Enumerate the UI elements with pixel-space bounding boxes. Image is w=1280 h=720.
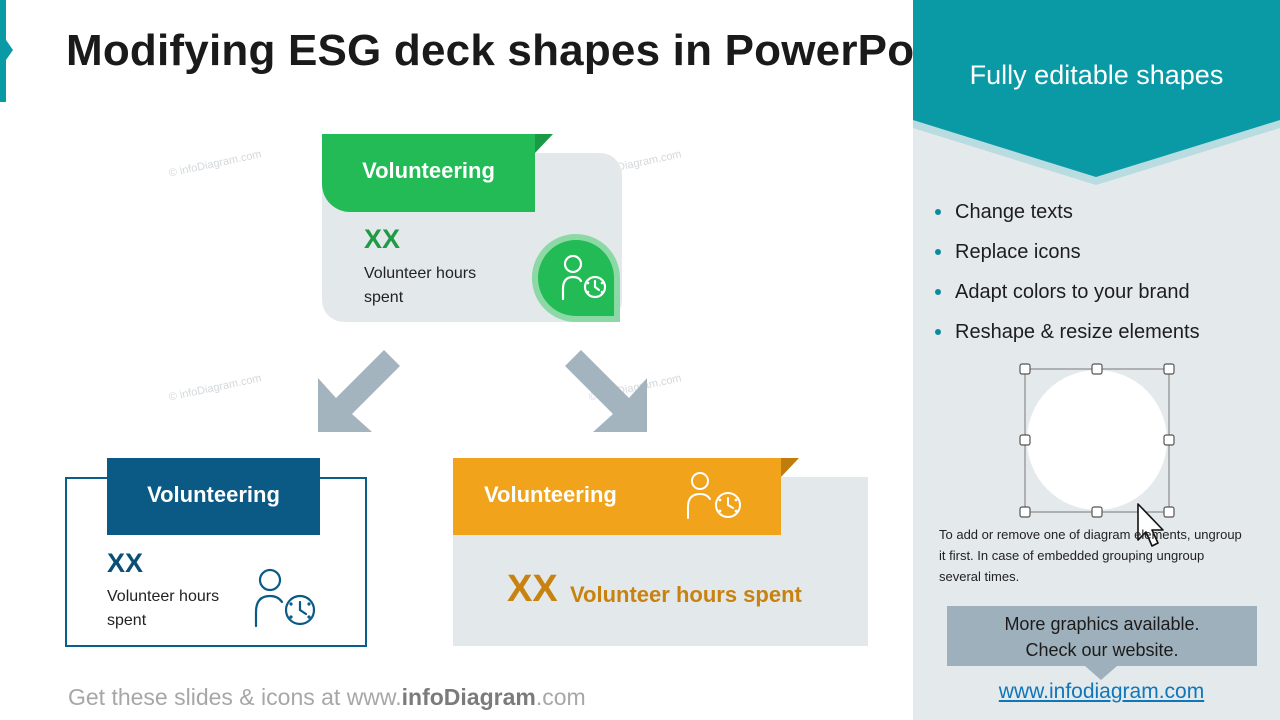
side-header-banner — [913, 0, 1280, 185]
card-tab — [107, 458, 320, 535]
volunteer-clock-icon — [254, 568, 316, 628]
card-description: Volunteer hours spent — [364, 265, 477, 306]
card-description: Volunteer hours spent — [570, 582, 802, 607]
card-title: Volunteering — [147, 482, 280, 507]
website-link[interactable]: www.infodiagram.com — [998, 680, 1205, 703]
list-item-label: Reshape & resize elements — [955, 321, 1200, 343]
watermark: © infoDiagram.com — [167, 148, 263, 180]
footer-text: Get these slides & icons at www.infoDiag… — [68, 684, 586, 711]
list-item: Adapt colors to your brand — [935, 278, 1200, 318]
list-item-label: Replace icons — [955, 241, 1081, 263]
card-description: Volunteer hours spent — [107, 588, 220, 629]
card-value: XX — [107, 548, 144, 578]
accent-bar — [0, 0, 6, 102]
more-line-2: Check our website. — [1025, 640, 1179, 660]
resize-shape-demo — [1019, 363, 1175, 547]
bullet-icon — [935, 209, 941, 215]
card-tab-fold — [535, 134, 553, 153]
footer-brand: infoDiagram — [401, 684, 536, 710]
list-item-label: Change texts — [955, 201, 1073, 223]
more-graphics-text: More graphics available. Check our websi… — [947, 611, 1257, 663]
volunteer-clock-icon — [532, 234, 620, 322]
more-graphics-pointer — [1085, 666, 1117, 680]
list-item: Change texts — [935, 198, 1200, 238]
card-title: Volunteering — [362, 158, 495, 183]
footer-prefix: Get these slides & icons at www. — [68, 684, 402, 710]
hint-text: To add or remove one of diagram elements… — [939, 527, 1242, 584]
more-graphics-box — [947, 606, 1257, 666]
arrow-down-left-icon — [318, 350, 400, 432]
page-title: Modifying ESG deck shapes in PowerPoint — [66, 26, 969, 75]
side-title: Fully editable shapes — [969, 60, 1224, 90]
bullet-icon — [935, 249, 941, 255]
card-title: Volunteering — [484, 482, 617, 507]
card-tab — [322, 134, 535, 212]
list-item: Reshape & resize elements — [935, 318, 1200, 358]
feature-list: Change texts Replace icons Adapt colors … — [935, 198, 1200, 358]
arrow-down-right-icon — [565, 350, 647, 432]
accent-notch — [6, 40, 13, 60]
list-item: Replace icons — [935, 238, 1200, 278]
bullet-icon — [935, 329, 941, 335]
watermark: © infoDiagram.com — [167, 372, 263, 404]
card-value: XX — [364, 224, 401, 254]
list-item-label: Adapt colors to your brand — [955, 281, 1190, 303]
more-line-1: More graphics available. — [1004, 614, 1200, 634]
cursor-pointer-icon — [1137, 503, 1164, 547]
card-value: XX — [507, 568, 558, 610]
footer-suffix: .com — [535, 684, 586, 710]
card-tab — [453, 458, 781, 535]
volunteer-clock-icon — [687, 472, 741, 519]
card-tab-fold — [781, 458, 799, 477]
bullet-icon — [935, 289, 941, 295]
